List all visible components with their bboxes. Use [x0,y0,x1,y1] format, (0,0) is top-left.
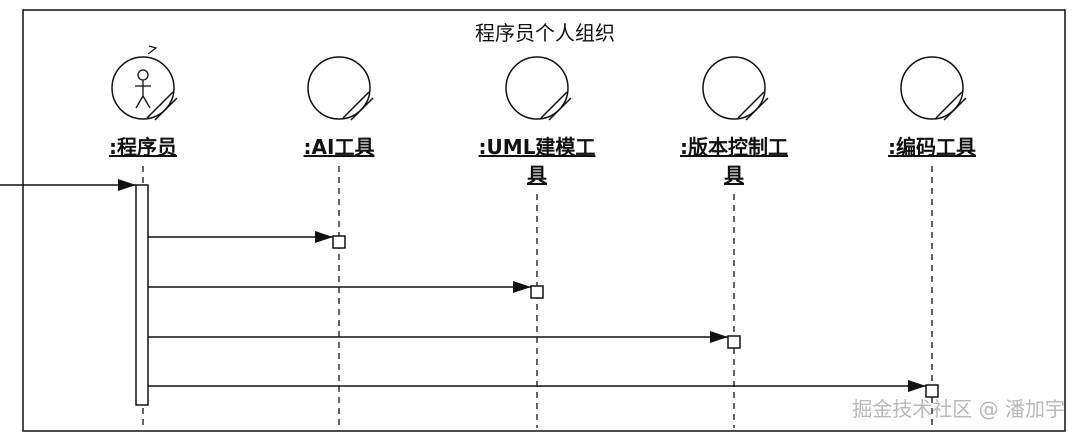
message-arrow-coding [148,380,939,398]
lifeline-coding: :编码工具 [888,56,976,428]
lifeline-label-uml: 具 [527,163,547,187]
lifeline-ai: :AI工具 [304,56,375,428]
entity-icon [702,56,769,121]
lifeline-programmer: :程序员 [109,45,178,428]
entity-icon [505,56,572,121]
activation-box-uml [530,285,544,299]
lifeline-label-ai: :AI工具 [304,135,375,159]
activation-bar-programmer [135,184,149,406]
lifeline-label-vcs: 具 [724,163,744,187]
actor-icon [111,45,178,121]
message-arrow-vcs [148,331,741,349]
activation-box-coding [925,384,939,398]
message-arrow-ai [148,231,346,249]
entity-icon [900,56,967,121]
entity-icon [307,56,374,121]
lifeline-label-programmer: :程序员 [109,135,177,159]
activation-box-ai [332,235,346,249]
lifeline-label-uml: :UML建模工 [479,135,596,159]
lifeline-label-vcs: :版本控制工 [680,135,788,159]
watermark: 掘金技术社区 @ 潘加宇 [852,397,1065,421]
diagram-frame [22,9,1066,432]
diagram-frame-title: 程序员个人组织 [475,21,615,45]
activation-box-vcs [727,335,741,349]
lifeline-label-coding: :编码工具 [888,135,976,159]
messages-layer [0,179,939,398]
message-arrow-uml [148,281,544,299]
